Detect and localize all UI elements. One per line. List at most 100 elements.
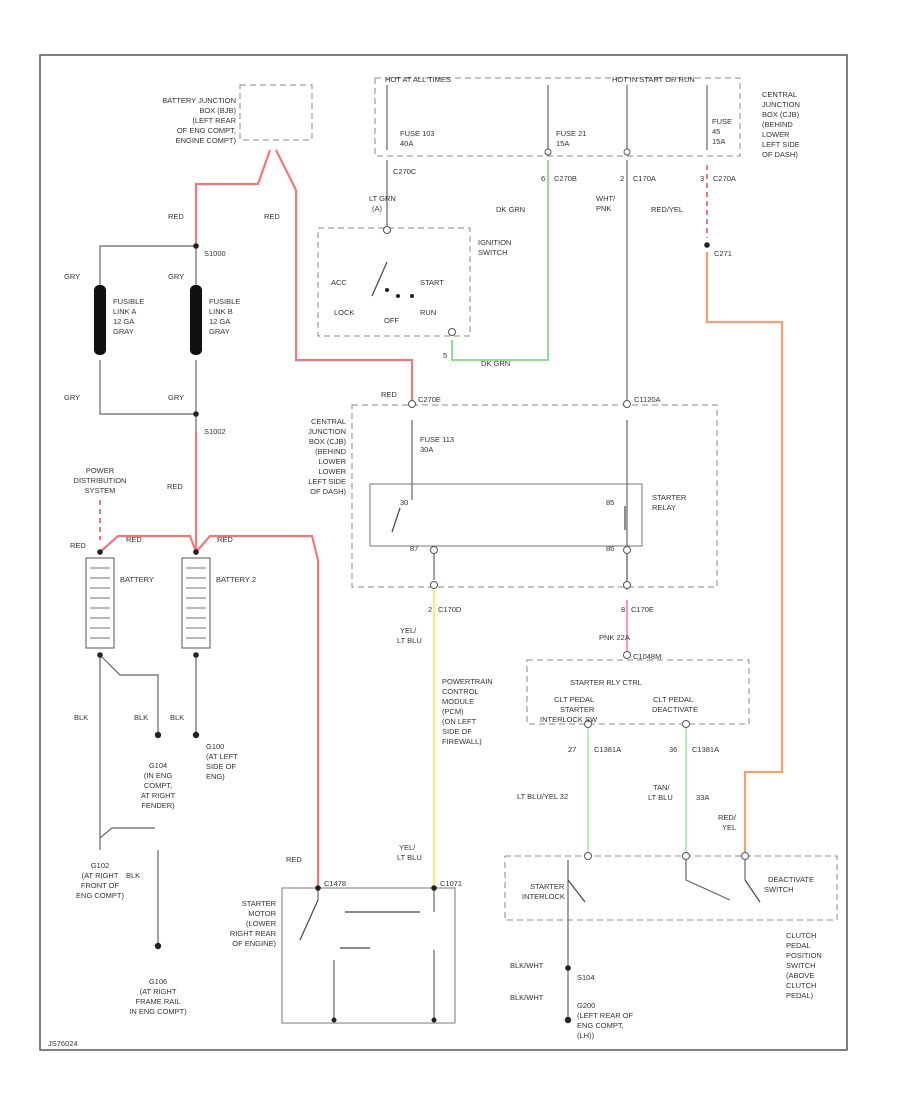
svg-text:BOX (BJB): BOX (BJB)	[199, 106, 236, 115]
cjb-left-label: CENTRAL JUNCTION BOX (CJB) (BEHIND LOWER…	[308, 417, 346, 496]
svg-text:S104: S104	[577, 973, 595, 982]
svg-text:RELAY: RELAY	[652, 503, 676, 512]
svg-text:SYSTEM: SYSTEM	[85, 486, 116, 495]
svg-text:LINK B: LINK B	[209, 307, 233, 316]
svg-text:PNK 22A: PNK 22A	[599, 633, 630, 642]
svg-text:C1381A: C1381A	[594, 745, 621, 754]
svg-text:BLK: BLK	[126, 871, 140, 880]
svg-text:CLUTCH: CLUTCH	[786, 981, 816, 990]
svg-text:C270B: C270B	[554, 174, 577, 183]
svg-text:(BEHIND: (BEHIND	[762, 120, 793, 129]
svg-text:G104: G104	[149, 761, 167, 770]
svg-text:PEDAL): PEDAL)	[786, 991, 814, 1000]
svg-text:STARTER: STARTER	[242, 899, 277, 908]
svg-text:RIGHT REAR: RIGHT REAR	[230, 929, 277, 938]
svg-text:CENTRAL: CENTRAL	[762, 90, 797, 99]
svg-text:PEDAL: PEDAL	[786, 941, 811, 950]
svg-text:C271: C271	[714, 249, 732, 258]
svg-text:C270E: C270E	[418, 395, 441, 404]
svg-text:S1002: S1002	[204, 427, 226, 436]
svg-text:RED: RED	[126, 535, 142, 544]
svg-text:LOCK: LOCK	[334, 308, 354, 317]
fuse-21-label: FUSE 21	[556, 129, 586, 138]
svg-text:SWITCH: SWITCH	[786, 961, 816, 970]
svg-text:CONTROL: CONTROL	[442, 687, 479, 696]
svg-text:OF ENG COMPT,: OF ENG COMPT,	[177, 126, 236, 135]
red-wire-bjb-c270e	[275, 149, 414, 402]
svg-text:FRAME RAIL: FRAME RAIL	[135, 997, 180, 1006]
colored-wires	[99, 149, 784, 888]
svg-text:DK GRN: DK GRN	[496, 205, 525, 214]
svg-text:G100: G100	[206, 742, 224, 751]
battery-2-icon	[181, 557, 211, 649]
svg-text:DK GRN: DK GRN	[481, 359, 510, 368]
pcm-label: POWERTRAIN CONTROL MODULE (PCM) (ON LEFT…	[442, 677, 493, 746]
starter-relay-box	[369, 483, 643, 547]
svg-text:(LOWER: (LOWER	[246, 919, 277, 928]
svg-text:BLK/WHT: BLK/WHT	[510, 993, 544, 1002]
svg-text:DISTRIBUTION: DISTRIBUTION	[74, 476, 127, 485]
ignition-switch-box	[317, 227, 471, 337]
hot-all-times-label: HOT AT ALL TIMES	[385, 75, 451, 84]
red-wire-bjb-s1000	[194, 149, 272, 246]
svg-text:WHT/: WHT/	[596, 194, 616, 203]
clutch-switch-box	[504, 855, 838, 921]
svg-text:RED: RED	[168, 212, 184, 221]
splice-nodes	[97, 242, 710, 1024]
svg-text:C170D: C170D	[438, 605, 462, 614]
svg-text:G102: G102	[91, 861, 109, 870]
svg-text:RED: RED	[167, 482, 183, 491]
svg-text:RED/: RED/	[718, 813, 737, 822]
svg-text:SWITCH: SWITCH	[478, 248, 508, 257]
svg-text:STARTER: STARTER	[560, 705, 595, 714]
diagram-border	[39, 54, 848, 1051]
svg-text:GRAY: GRAY	[113, 327, 134, 336]
svg-text:CLT PEDAL: CLT PEDAL	[653, 695, 693, 704]
svg-text:FRONT OF: FRONT OF	[81, 881, 120, 890]
svg-text:CLT PEDAL: CLT PEDAL	[554, 695, 594, 704]
orange-wire	[705, 252, 784, 856]
svg-text:DEACTIVATE: DEACTIVATE	[652, 705, 698, 714]
fusible-b-label: FUSIBLE LINK B 12 GA GRAY	[209, 297, 240, 336]
g100-label: G100 (AT LEFT SIDE OF ENG)	[206, 742, 238, 781]
svg-text:3: 3	[700, 174, 704, 183]
svg-text:OFF: OFF	[384, 316, 399, 325]
svg-text:LT BLU: LT BLU	[397, 853, 422, 862]
svg-text:(LH)): (LH))	[577, 1031, 595, 1040]
svg-text:CENTRAL: CENTRAL	[311, 417, 346, 426]
svg-text:YEL/: YEL/	[400, 626, 417, 635]
svg-text:15A: 15A	[712, 137, 725, 146]
fusible-a-label: FUSIBLE LINK A 12 GA GRAY	[113, 297, 144, 336]
battery-1-icon	[85, 557, 115, 649]
svg-text:12 GA: 12 GA	[209, 317, 230, 326]
svg-text:C1478: C1478	[324, 879, 346, 888]
svg-text:SIDE OF: SIDE OF	[206, 762, 236, 771]
terminals	[383, 148, 749, 860]
svg-text:GRY: GRY	[168, 393, 184, 402]
svg-text:POWER: POWER	[86, 466, 115, 475]
svg-text:(AT RIGHT: (AT RIGHT	[82, 871, 119, 880]
dashed-boxes	[239, 77, 838, 921]
svg-text:MOTOR: MOTOR	[248, 909, 276, 918]
svg-text:LT BLU/YEL 32: LT BLU/YEL 32	[517, 792, 568, 801]
svg-text:CLUTCH: CLUTCH	[786, 931, 816, 940]
text-labels: BATTERY JUNCTION BOX (BJB) (LEFT REAR OF…	[48, 75, 822, 1048]
svg-text:YEL/: YEL/	[399, 843, 416, 852]
svg-text:POWERTRAIN: POWERTRAIN	[442, 677, 493, 686]
svg-text:RED: RED	[381, 390, 397, 399]
dk-grn-wire	[451, 160, 549, 361]
fuse-103-label: FUSE 103	[400, 129, 435, 138]
svg-text:30: 30	[400, 498, 408, 507]
svg-text:LEFT SIDE: LEFT SIDE	[762, 140, 800, 149]
svg-text:12 GA: 12 GA	[113, 317, 134, 326]
svg-text:(AT LEFT: (AT LEFT	[206, 752, 238, 761]
g102-label: G102 (AT RIGHT FRONT OF ENG COMPT)	[76, 861, 124, 900]
svg-text:LT BLU: LT BLU	[648, 793, 673, 802]
svg-text:LOWER: LOWER	[318, 467, 346, 476]
svg-text:ENG COMPT): ENG COMPT)	[76, 891, 124, 900]
svg-text:G200: G200	[577, 1001, 595, 1010]
pcm-box	[526, 659, 750, 725]
svg-text:START: START	[420, 278, 444, 287]
svg-text:C170A: C170A	[633, 174, 656, 183]
svg-text:C1381A: C1381A	[692, 745, 719, 754]
